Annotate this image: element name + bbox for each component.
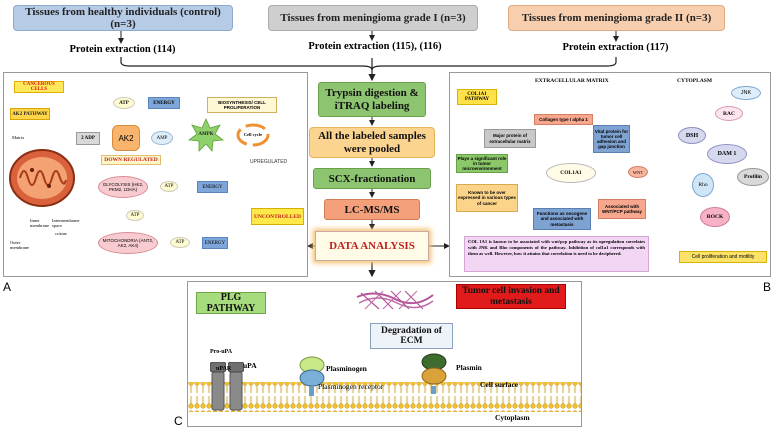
cell-membrane-icon (188, 382, 581, 412)
oncogene-node: Functions as oncogene and associated wit… (533, 208, 591, 230)
atp-glyco-node: ATP (160, 181, 178, 192)
ampk-label: AMPK (198, 131, 214, 137)
major-protein-node: Major protein of extracellular matrix (484, 129, 536, 148)
grade2-tissue-label: Tissues from meningioma grade II (n=3) (521, 12, 712, 24)
upa-label: uPA (243, 361, 257, 370)
ecm-fibers-icon (356, 290, 434, 310)
uncontrolled-box: UNCONTROLLED (251, 208, 304, 225)
overexpressed-node: Known to be over expressed in various ty… (456, 184, 518, 212)
energy-glyco-node: ENERGY (197, 181, 228, 193)
two-adp-node: 2 ADP (76, 132, 100, 145)
energy-mito-node: ENERGY (202, 237, 228, 249)
cell-proliferation-box: Cell proliferation and motility (679, 251, 767, 263)
rock-node: ROCK (700, 207, 730, 227)
ak2-node: AK2 (112, 125, 140, 151)
panel-b-letter: B (763, 280, 772, 294)
plasmin-icon (421, 353, 447, 385)
col1a1-pathway-badge: COL1A1 PATHWAY (457, 89, 497, 105)
dam1-node: DAM 1 (707, 144, 747, 164)
pro-upa-label: Pro-uPA (210, 349, 233, 355)
upar-receptor-right-icon (228, 362, 244, 411)
scx-label: SCX-fractionation (328, 172, 416, 185)
ecm-title: EXTRACELLULAR MATRIX (535, 78, 609, 84)
plg-pathway-badge: PLG PATHWAY (196, 292, 266, 314)
matrix-label: Matrix (12, 135, 25, 140)
intermembrane-label: Intermembrane space (52, 218, 80, 229)
rho-node: Rho (692, 173, 714, 197)
protein-extraction-grade1: Protein extraction (115), (116) (308, 41, 442, 52)
grade2-tissue-box: Tissues from meningioma grade II (n=3) (508, 5, 725, 31)
atp-mid-node: ATP (126, 210, 144, 221)
plasminogen-icon (299, 356, 325, 387)
ak2-pathway-badge: AK2 PATHWAY (10, 108, 50, 120)
plasmin-label: Plasmin (456, 363, 482, 372)
cristae-label: cristae (55, 231, 67, 236)
inner-membrane-label: Inner membrane (30, 218, 49, 229)
protein-extraction-grade2: Protein extraction (117) (562, 42, 669, 53)
trypsin-box: Trypsin digestion & iTRAQ labeling (318, 82, 426, 117)
pooled-label: All the labeled samples were pooled (318, 129, 426, 155)
lcms-label: LC-MS/MS (344, 203, 400, 216)
cytoplasm-label: Cytoplasm (495, 413, 530, 422)
profilin-node: Profilin (737, 168, 769, 186)
amp-node: AMP (151, 131, 173, 145)
plasmin-stalk (431, 386, 436, 394)
outer-membrane-label: Outer membrane (10, 240, 29, 251)
data-analysis-box: DATA ANALYSIS (315, 231, 429, 261)
grade1-tissue-box: Tissues from meningioma grade I (n=3) (268, 5, 478, 31)
cytoplasm-title: CYTOPLASM (677, 78, 713, 84)
wnt-node: WNT (628, 166, 648, 178)
biosynthesis-box: BIOSYNTHESIS/ CELL PROLIFERATION (207, 97, 277, 113)
energy-top-node: ENERGY (148, 97, 180, 109)
wnt-pcp-node: Associated with WNT/PCP pathway (598, 199, 646, 219)
jnk-node: JNK (731, 86, 761, 100)
cancerous-cells-badge: CANCEROUS CELLS (14, 81, 64, 93)
trypsin-label: Trypsin digestion & iTRAQ labeling (325, 86, 419, 112)
cell-surface-label: Cell surface (480, 380, 519, 389)
atp-mito-node: ATP (170, 237, 190, 248)
data-analysis-label: DATA ANALYSIS (329, 240, 415, 252)
panel-a-letter: A (3, 280, 12, 294)
grade1-tissue-label: Tissues from meningioma grade I (n=3) (280, 12, 466, 24)
tumor-invasion-box: Tumor cell invasion and metastasis (456, 284, 566, 309)
mitochondria-node: MITOCHONDRIA (ANT2, AK2, AK4) (98, 232, 158, 254)
plasminogen-receptor-label: Plasminogen receptor (318, 382, 384, 391)
significant-role-node: Plays a significant role in tumor microe… (456, 154, 508, 173)
lcms-box: LC-MS/MS (324, 199, 420, 220)
rac-node: RAC (715, 106, 743, 121)
healthy-tissue-label: Tissues from healthy individuals (contro… (25, 6, 221, 30)
down-regulated-label: DOWN REGULATED (101, 155, 161, 165)
upar-label: uPAR (216, 366, 232, 372)
plasminogen-receptor-stalk (309, 386, 314, 396)
protein-extraction-healthy: Protein extraction (114) (69, 44, 176, 55)
plasminogen-label: Plasminogen (326, 364, 367, 373)
glycolysis-node: GLYCOLYSIS (HK2, PKM2, LDHA) (98, 176, 148, 198)
degradation-ecm-box: Degradation of ECM (370, 323, 453, 349)
cell-cycle-label: Cell cycle (243, 131, 263, 137)
upregulated-label: UPREGULATED (250, 159, 288, 165)
collagen-node: Collagen type I alpha 1 (534, 114, 593, 125)
mitochondrion-icon (9, 149, 75, 207)
col1a1-node: COL1A1 (546, 163, 596, 183)
dsh-node: DSH (678, 127, 706, 144)
atp-top-node: ATP (113, 97, 135, 109)
cell-cycle-icon (236, 123, 270, 147)
scx-box: SCX-fractionation (313, 168, 431, 189)
vital-protein-node: Vital protein for tumor cell adhesion an… (593, 125, 630, 153)
ampk-star-icon (188, 118, 224, 152)
healthy-tissue-box: Tissues from healthy individuals (contro… (13, 5, 233, 31)
upar-receptor-left-icon (210, 362, 226, 411)
pooled-box: All the labeled samples were pooled (309, 127, 435, 158)
panel-c-letter: C (174, 414, 183, 428)
col1a1-description: COL 1A1 is known to be associated with w… (464, 236, 649, 272)
